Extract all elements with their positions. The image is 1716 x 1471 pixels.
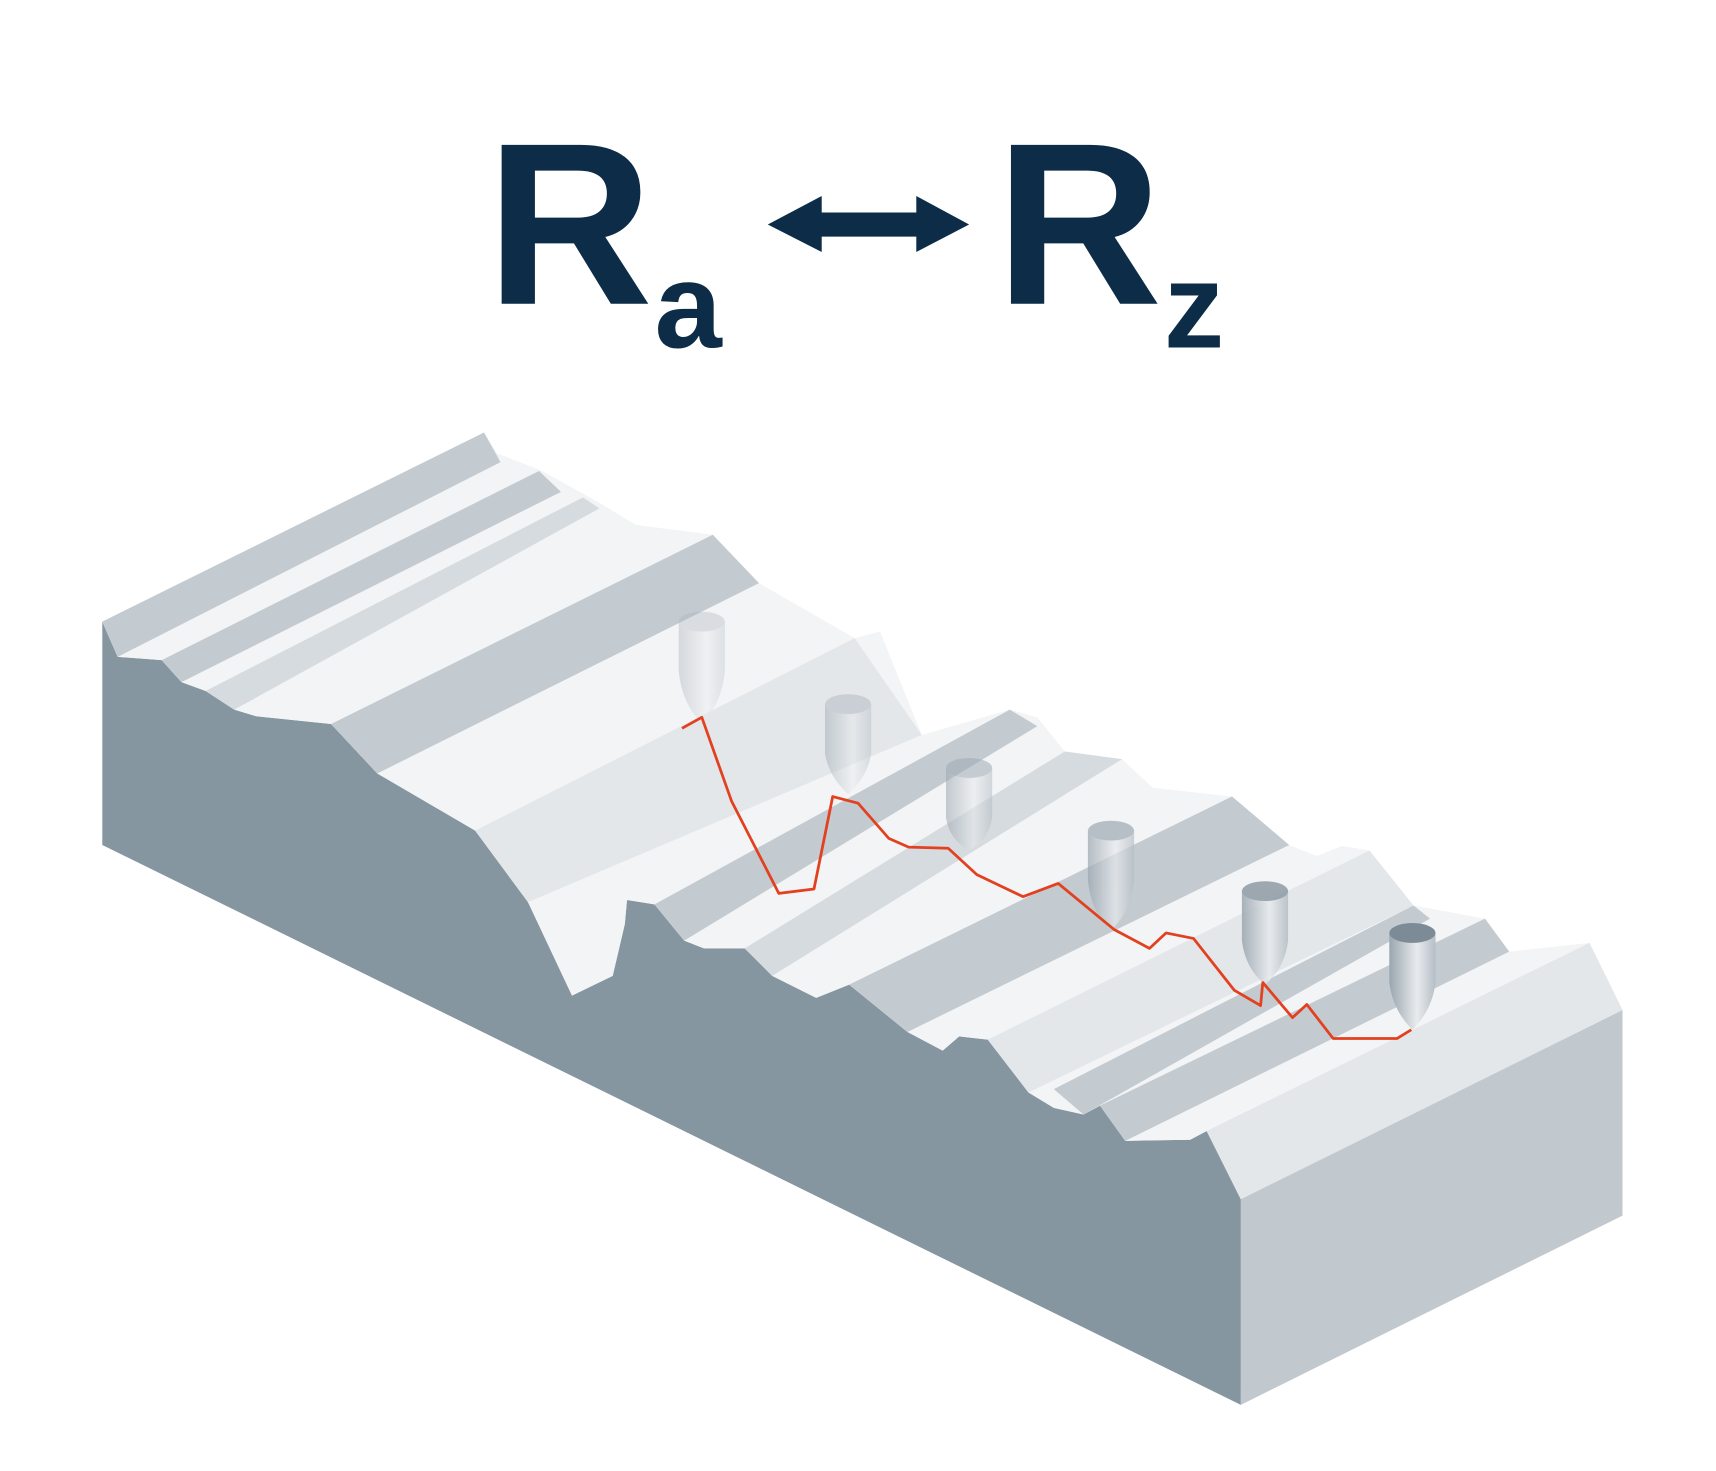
probe-icon bbox=[825, 694, 872, 795]
probe-icon bbox=[1241, 881, 1289, 985]
rz-subscript: z bbox=[1164, 238, 1225, 374]
profile-trace bbox=[681, 715, 1413, 1040]
ra-subscript: a bbox=[655, 238, 724, 374]
ra-symbol: R bbox=[486, 95, 653, 353]
probe-icon bbox=[946, 758, 993, 851]
probes bbox=[678, 611, 1436, 1030]
title: R a R z bbox=[486, 95, 1224, 374]
side-face bbox=[1240, 1009, 1623, 1405]
probe-icon bbox=[1087, 820, 1135, 930]
rz-symbol: R bbox=[995, 95, 1162, 353]
probe-icon bbox=[1389, 923, 1436, 1030]
double-headed-arrow-icon bbox=[767, 195, 970, 253]
front-face bbox=[102, 621, 1241, 1405]
surface-block bbox=[102, 432, 1623, 1405]
probe-icon bbox=[678, 611, 725, 723]
